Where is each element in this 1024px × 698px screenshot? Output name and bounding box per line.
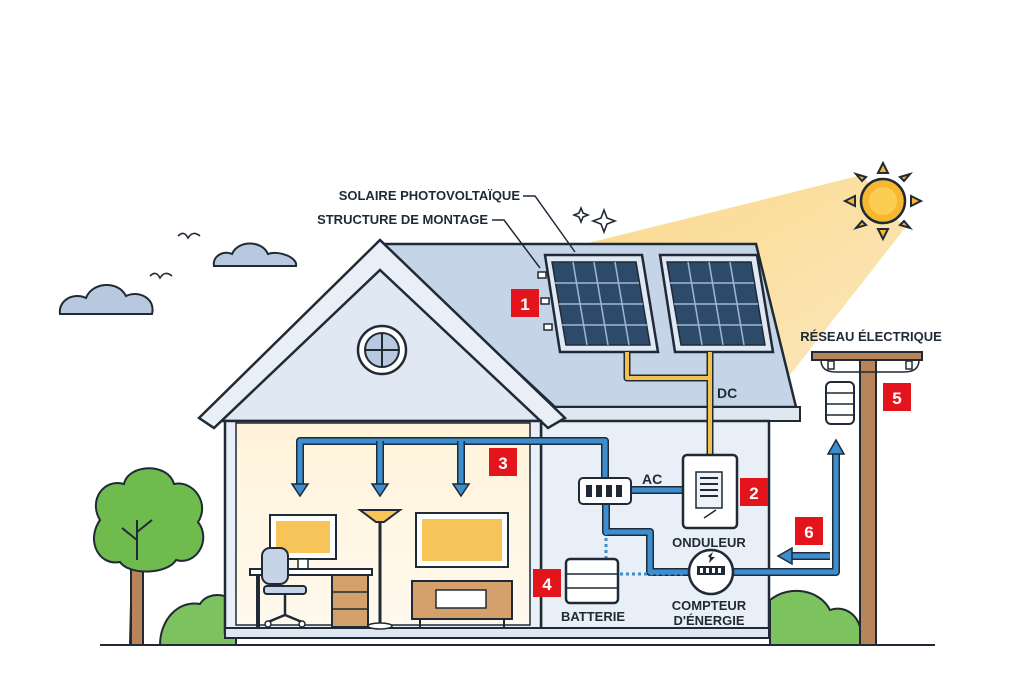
gable-trim [197,238,568,430]
label-solar-pv: SOLAIRE PHOTOVOLTAÏQUE [339,188,521,203]
leader-solar [523,195,576,253]
cloud-right-icon [212,242,298,267]
label-grid: RÉSEAU ÉLECTRIQUE [800,329,942,344]
utility-pole [811,351,923,646]
energy-meter [687,548,735,596]
svg-text:2: 2 [749,484,758,503]
svg-text:5: 5 [892,389,901,408]
label-ac: AC [642,471,662,487]
svg-text:4: 4 [542,575,552,594]
badge-2: 2 [740,478,768,506]
solar-panel-right [658,253,775,354]
office-chair [261,547,307,628]
badge-6: 6 [795,517,823,545]
badge-3: 3 [489,448,517,476]
battery [564,557,620,605]
sparkle-icon [571,205,618,235]
birds-icon [149,232,201,280]
svg-text:6: 6 [804,523,813,542]
label-battery: BATTERIE [561,609,625,624]
eave-right [539,406,801,422]
round-window [356,324,408,376]
svg-text:1: 1 [520,295,529,314]
label-meter-line1: COMPTEUR [672,598,747,613]
badge-5: 5 [883,383,911,411]
distribution-panel [578,477,632,505]
label-inverter: ONDULEUR [672,535,746,550]
solar-panel-left [543,253,660,354]
label-meter-line2: D'ÉNERGIE [674,613,745,628]
svg-text:3: 3 [498,454,507,473]
floor [224,627,770,639]
mounting-brackets [537,271,553,331]
bush-right [769,590,863,646]
tree [93,467,205,646]
inverter [681,453,739,530]
sun-icon [842,160,924,242]
label-mounting: STRUCTURE DE MONTAGE [317,212,488,227]
badge-4: 4 [533,569,561,597]
floor-lamp [357,509,403,630]
label-dc: DC [717,385,737,401]
leader-mounting [492,219,541,269]
badge-1: 1 [511,289,539,317]
cloud-left-icon [58,284,154,315]
tv-cabinet [411,512,513,627]
import-arrow [776,546,830,566]
